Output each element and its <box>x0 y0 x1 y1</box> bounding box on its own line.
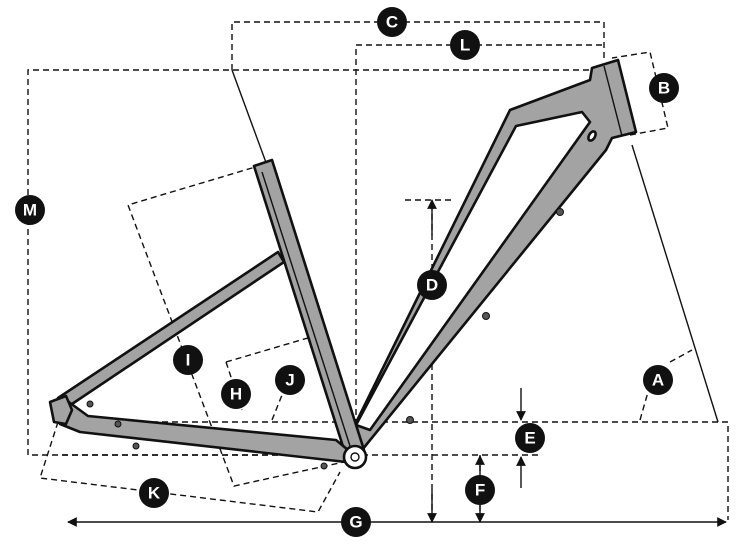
label-badge-m: M <box>15 195 45 225</box>
bottle-boss <box>406 416 414 424</box>
head-tube-detail <box>603 65 623 137</box>
bottom-bracket <box>342 444 368 470</box>
dimension-h-line <box>225 334 319 363</box>
label-b: B <box>658 79 670 98</box>
label-d: D <box>426 276 438 295</box>
bottom-bracket-center <box>350 452 360 462</box>
frame-main-triangle-gap <box>354 110 592 432</box>
label-badge-e: E <box>515 423 545 453</box>
label-badges: A B C D E F G H I J K L <box>15 7 679 537</box>
label-g: G <box>349 513 362 532</box>
head-tube-axis-line <box>631 144 719 423</box>
rear-dropout <box>48 394 74 426</box>
cable-port <box>587 130 597 142</box>
label-m: M <box>23 201 37 220</box>
label-badge-a: A <box>643 365 673 395</box>
label-k: K <box>148 484 161 503</box>
dimension-i-line <box>127 164 354 487</box>
dimension-b-line <box>611 51 669 136</box>
dimension-e-line <box>62 421 729 520</box>
label-badge-i: I <box>173 345 203 375</box>
chainstay-boss <box>114 420 122 428</box>
label-f: F <box>475 481 485 500</box>
dimension-l-line <box>355 44 604 455</box>
dimension-lines <box>27 21 729 520</box>
chainstay-boss <box>86 400 94 408</box>
bike-frame <box>48 58 638 470</box>
label-badge-l: L <box>450 30 480 60</box>
label-badge-d: D <box>417 270 447 300</box>
label-e: E <box>524 429 535 448</box>
label-badge-b: B <box>649 73 679 103</box>
dimension-j-line <box>271 394 283 421</box>
label-badge-j: J <box>275 365 305 395</box>
label-a: A <box>652 371 664 390</box>
chainstay-boss <box>320 462 328 470</box>
seat-tube-line <box>261 171 351 447</box>
chain-stay <box>50 398 350 464</box>
label-l: L <box>460 36 470 55</box>
label-badge-k: K <box>139 478 169 508</box>
bottle-boss <box>556 208 564 216</box>
dimension-a-arc <box>639 349 693 421</box>
label-i: I <box>186 351 191 370</box>
seat-tube-axis-line <box>231 69 269 169</box>
seat-tube <box>252 158 366 458</box>
chainstay-boss <box>132 442 140 450</box>
label-badge-g: G <box>341 507 371 537</box>
label-j: J <box>285 371 294 390</box>
label-badge-f: F <box>465 475 495 505</box>
label-c: C <box>386 13 398 32</box>
label-badge-c: C <box>377 7 407 37</box>
bottle-boss <box>482 312 490 320</box>
seat-stay <box>56 250 286 410</box>
label-badge-h: H <box>221 379 251 409</box>
dimension-c-line <box>231 21 605 70</box>
dimension-k-line <box>39 421 341 513</box>
label-h: H <box>230 385 242 404</box>
